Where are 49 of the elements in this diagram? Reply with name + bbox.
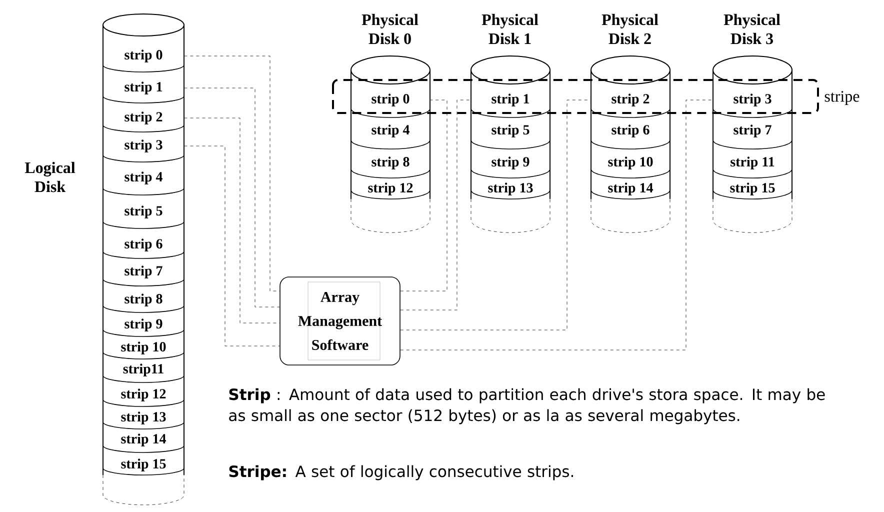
- strip-slice: strip 0: [102, 50, 184, 72]
- disk-label: Physical Disk 0: [362, 14, 418, 44]
- strip-slice: strip 13: [470, 182, 550, 200]
- strip-slice: strip 14: [102, 434, 184, 453]
- strip-slice: strip 1: [470, 94, 550, 118]
- connector-line: [400, 100, 591, 330]
- strip-slice: strip 9: [470, 156, 550, 178]
- strip-slice: strip 12: [350, 182, 430, 200]
- strip-slice: strip 10: [102, 342, 184, 360]
- strip-slice: strip 4: [350, 124, 430, 150]
- connector-line: [184, 88, 280, 308]
- disk-label: Physical Disk 2: [602, 14, 658, 44]
- software-box: Array Management Software: [280, 276, 400, 366]
- connector-line: [400, 100, 448, 292]
- connector-line: [400, 100, 471, 310]
- stripe-label: stripe: [824, 91, 860, 105]
- strip-slice: strip 15: [712, 182, 792, 200]
- disk-label: Physical Disk 1: [482, 14, 538, 44]
- disk-label: Logical Disk: [24, 162, 76, 192]
- strip-slice: strip 5: [102, 206, 184, 229]
- strip-slice: strip 5: [470, 124, 550, 150]
- strip-slice: strip 7: [712, 124, 792, 150]
- strip-slice: strip 15: [102, 458, 184, 476]
- strip-slice: strip 11: [712, 156, 792, 178]
- connector-line: [184, 146, 280, 346]
- strip-slice: strip 9: [102, 318, 184, 337]
- disk-label: Physical Disk 3: [724, 14, 780, 44]
- connector-line: [400, 100, 713, 350]
- strip-slice: strip 6: [590, 124, 670, 150]
- strip-slice: strip 13: [102, 412, 184, 430]
- strip-slice: strip 12: [102, 388, 184, 407]
- strip-slice: strip 3: [712, 94, 792, 118]
- strip-slice: strip 14: [590, 182, 670, 200]
- strip-slice: strip 4: [102, 172, 184, 196]
- strip-slice: strip 2: [590, 94, 670, 118]
- strip-slice: strip 10: [590, 156, 670, 178]
- strip-slice: strip11: [102, 364, 184, 383]
- strip-slice: strip 8: [102, 294, 184, 313]
- strip-slice: strip 3: [102, 140, 184, 162]
- strip-slice: strip 1: [102, 82, 184, 104]
- strip-slice: strip 2: [102, 112, 184, 132]
- connector-line: [184, 56, 280, 292]
- strip-slice: strip 6: [102, 238, 184, 259]
- connector-line: [184, 118, 280, 324]
- definition-text: Strip : Amount of data used to partition each drive's stora space. It may be as small as one sector (512 bytes) or as la as several megabytes.: [229, 388, 825, 424]
- strip-slice: strip 7: [102, 266, 184, 286]
- definition-text: Stripe: A set of logically consecutive strips.: [229, 465, 573, 480]
- strip-slice: strip 8: [350, 156, 430, 178]
- strip-slice: strip 0: [350, 94, 430, 118]
